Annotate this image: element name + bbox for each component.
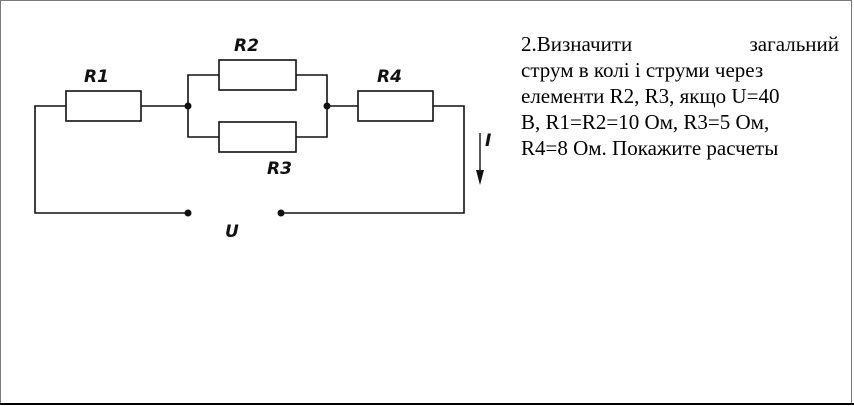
resistor-r3 [218,121,297,153]
resistor-r2 [218,59,297,91]
label-r1: R1 [84,67,109,87]
task-text: 2.Визначити загальний струм в колі і стр… [521,31,839,161]
task-line-5: R4=8 Ом. Покажите расчеты [521,136,779,160]
task-line-2: струм в колі і струми через [521,58,764,82]
current-arrow-head [476,170,484,185]
label-r3: R3 [267,159,292,179]
wire-branch-bottom-right [296,106,328,138]
label-r4: R4 [377,67,402,87]
task-line-1: 2.Визначити загальний [521,31,839,57]
wire-branch-top-right [296,74,328,106]
junction-node-b [323,102,331,110]
label-voltage: U [225,222,239,242]
task-line-4: В, R1=R2=10 Ом, R3=5 Ом, [521,110,770,134]
resistor-r1 [65,90,142,122]
junction-node-a [184,102,192,110]
terminal-right [277,209,285,217]
wire-right [281,105,465,214]
terminal-left [184,209,192,217]
bottom-border [0,403,854,405]
label-r2: R2 [234,36,259,56]
wire-left [34,105,188,214]
wire-branch-bottom-left [187,106,219,138]
wire-branch-top-left [187,74,219,106]
label-current: I [485,131,491,151]
task-line-3: елементи R2, R3, якщо U=40 [521,84,780,108]
task-line-1-end: загальний [749,32,839,56]
resistor-r4 [357,90,434,122]
task-line-1-start: 2.Визначити [521,32,633,56]
